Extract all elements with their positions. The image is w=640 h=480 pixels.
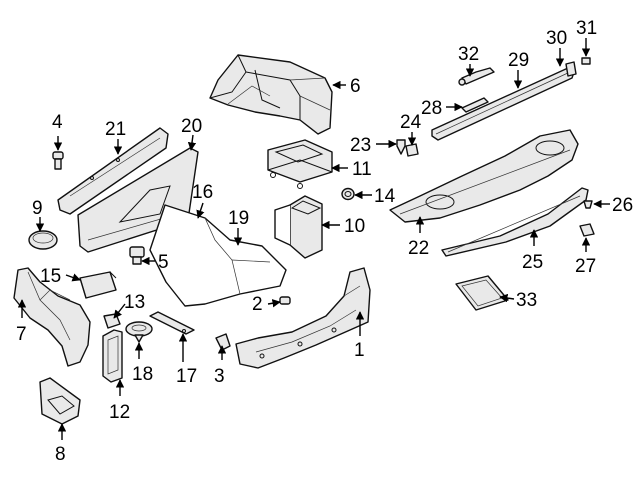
- callout-25: 25: [522, 252, 543, 273]
- part-1-rear-panel: [235, 267, 371, 369]
- part-18-grommet: [125, 321, 153, 343]
- callout-6: 6: [350, 76, 361, 97]
- callout-24: 24: [400, 112, 422, 133]
- callout-11: 11: [352, 159, 372, 180]
- part-12-cover: [102, 329, 123, 383]
- callout-9: 9: [32, 198, 43, 219]
- callout-14: 14: [374, 186, 396, 207]
- callout-17: 17: [176, 366, 197, 387]
- part-14-plug: [341, 187, 355, 201]
- part-9-round-cap: [28, 230, 58, 250]
- part-27-nut: [579, 223, 595, 237]
- part-31-bolt: [581, 57, 591, 65]
- callout-30: 30: [546, 28, 567, 49]
- callout-29: 29: [508, 50, 529, 71]
- part-8-tray: [39, 377, 81, 425]
- leader-lines: [17, 38, 610, 440]
- callout-7: 7: [16, 324, 27, 345]
- part-22-parcel-shelf: [389, 129, 579, 223]
- callout-20: 20: [181, 116, 202, 137]
- part-10-storage-box: [274, 195, 323, 259]
- callout-5: 5: [158, 252, 169, 273]
- part-11-storage-tray: [267, 139, 333, 189]
- part-17-support-bar: [149, 311, 195, 335]
- part-4-push-pin: [52, 151, 64, 170]
- part-3-bracket: [215, 333, 231, 351]
- part-13-clip: [103, 313, 121, 329]
- part-26-screw: [583, 200, 593, 209]
- callout-12: 12: [109, 402, 130, 423]
- callout-8: 8: [55, 444, 66, 465]
- part-15-small-box: [79, 271, 117, 299]
- part-7-side-liner: [13, 267, 91, 367]
- callout-15: 15: [40, 266, 61, 287]
- callout-22: 22: [408, 238, 429, 259]
- callout-33: 33: [516, 290, 537, 311]
- callout-16: 16: [192, 182, 213, 203]
- callout-2: 2: [252, 294, 263, 315]
- callout-4: 4: [52, 112, 63, 133]
- callout-28: 28: [421, 98, 442, 119]
- part-33-panel: [455, 275, 509, 311]
- callout-21: 21: [105, 119, 126, 140]
- callout-32: 32: [458, 44, 479, 65]
- part-23-pin: [396, 139, 406, 155]
- part-28-bracket: [461, 97, 489, 113]
- callout-18: 18: [132, 364, 153, 385]
- callout-26: 26: [612, 195, 633, 216]
- part-6-trunk-side-trim: [209, 54, 333, 135]
- part-25-shelf-trim: [441, 187, 589, 257]
- callout-19: 19: [228, 208, 249, 229]
- part-2-clip: [279, 296, 291, 305]
- part-30-end-cap: [565, 61, 577, 77]
- callout-labels: 1 2 3 4 5 6 7 8 9 10 11 12 13 14 15 16 1…: [16, 18, 633, 465]
- part-5-clip: [129, 246, 145, 265]
- part-29-weatherstrip: [431, 67, 575, 141]
- callout-3: 3: [214, 366, 225, 387]
- part-32-wire: [458, 67, 495, 86]
- callout-10: 10: [344, 216, 365, 237]
- callout-23: 23: [350, 135, 371, 156]
- part-16-floor-carpet: [149, 204, 287, 307]
- callout-31: 31: [576, 18, 597, 39]
- callout-1: 1: [354, 340, 365, 361]
- callout-27: 27: [575, 256, 596, 277]
- part-24-clip: [405, 143, 419, 157]
- part-21-trim-strip: [57, 127, 169, 215]
- callout-13: 13: [124, 292, 145, 313]
